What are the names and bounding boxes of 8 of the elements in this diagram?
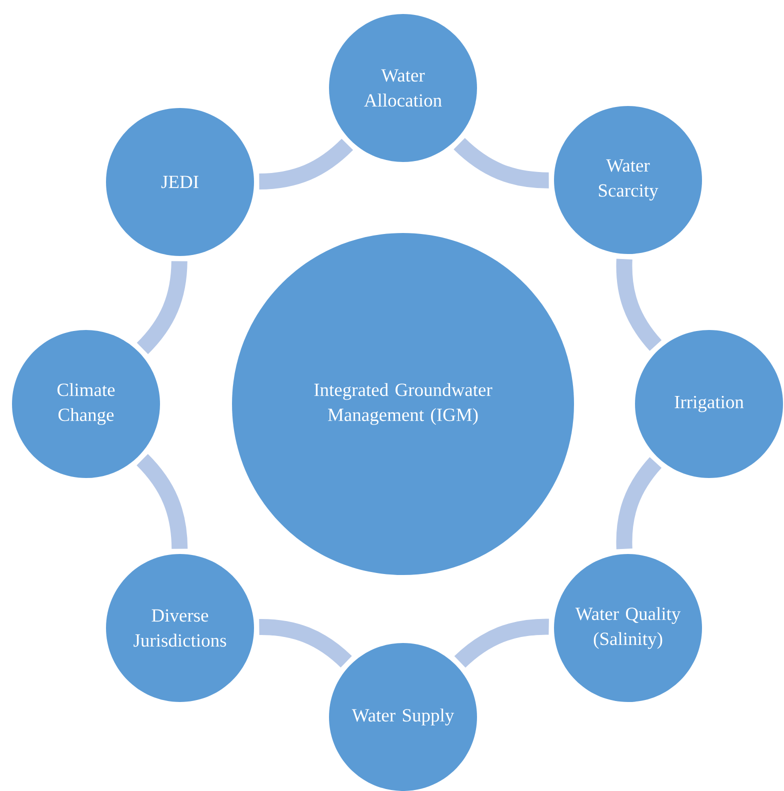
ring-segment <box>259 618 352 668</box>
ring-segment <box>616 258 662 351</box>
ring-segment <box>136 454 188 550</box>
ring-segment <box>454 138 549 188</box>
ring-segment <box>616 457 662 550</box>
ring-segment <box>454 618 549 668</box>
ring-segment <box>136 260 188 354</box>
ring-segment <box>258 138 353 190</box>
